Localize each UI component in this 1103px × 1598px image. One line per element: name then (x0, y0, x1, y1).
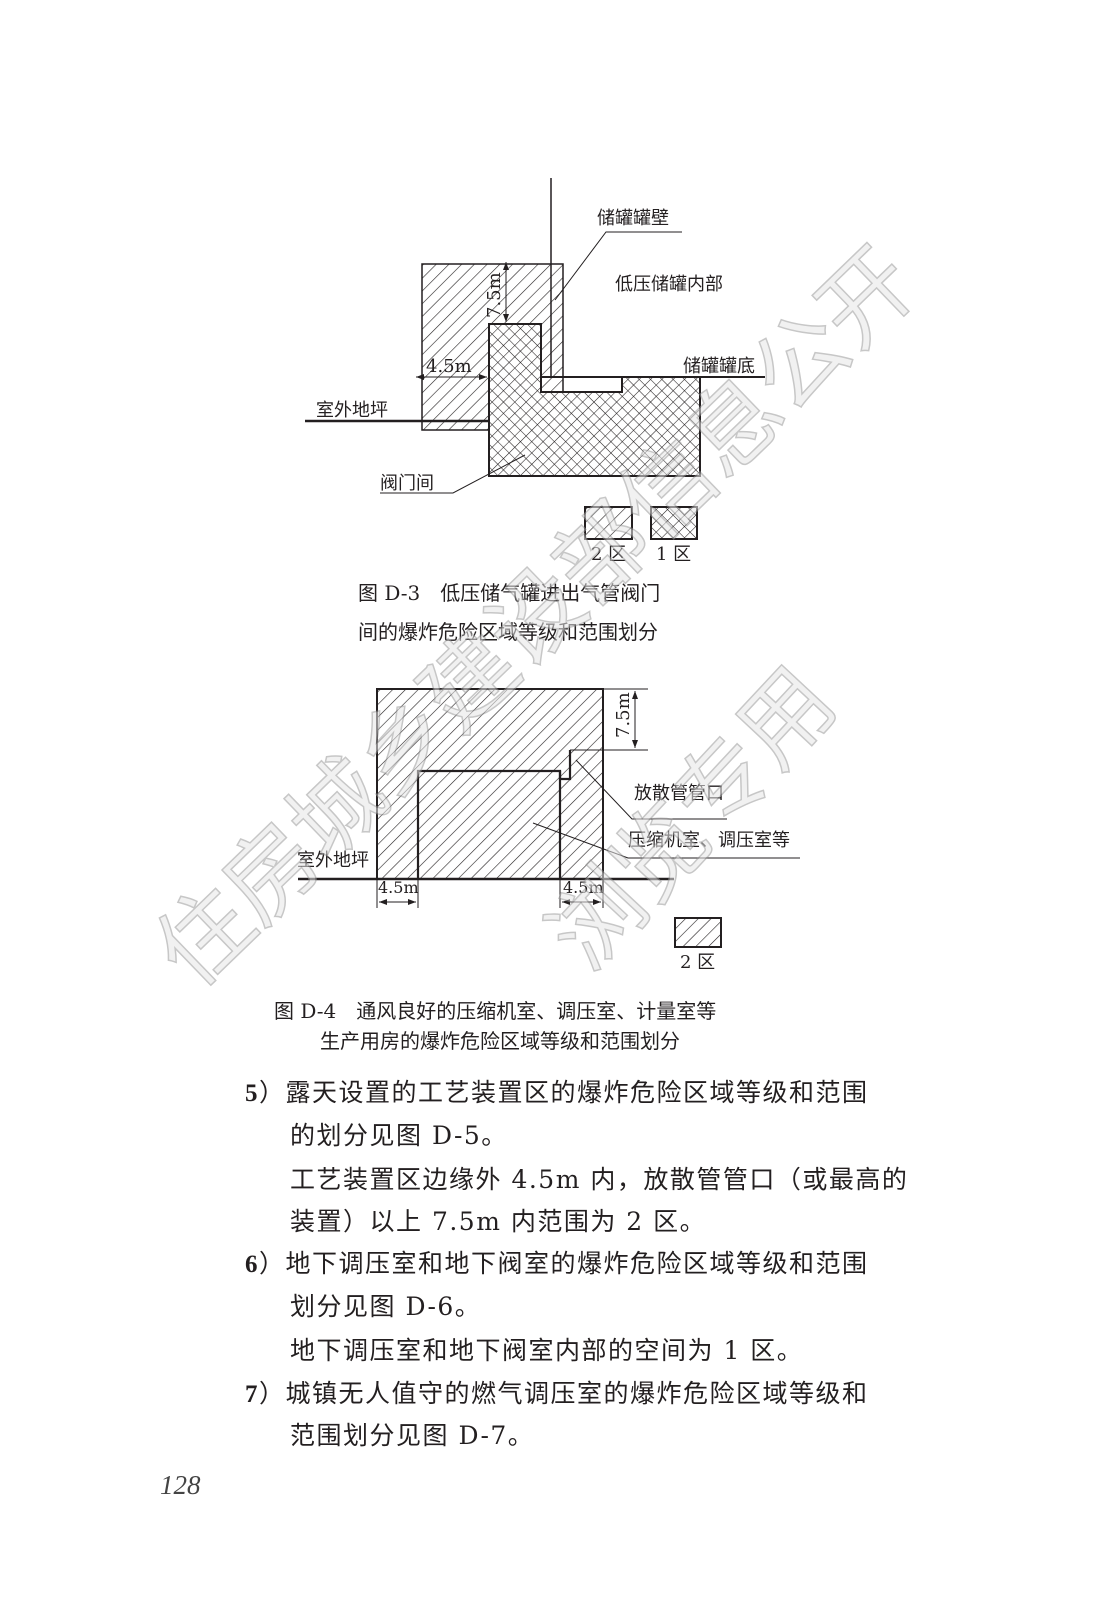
item-6-line2: 划分见图 D-6。 (290, 1292, 482, 1321)
item-6-line3: 地下调压室和地下阀室内部的空间为 1 区。 (290, 1336, 804, 1365)
item-5-line1: 5）露天设置的工艺装置区的爆炸危险区域等级和范围 (245, 1073, 869, 1109)
item-5-number: 5 (245, 1080, 259, 1107)
label-outdoor-ground: 室外地坪 (316, 400, 388, 421)
legend-zone-2-swatch (674, 917, 722, 948)
label-tank-bottom: 储罐罐底 (683, 356, 755, 377)
item-5-text: ）露天设置的工艺装置区的爆炸危险区域等级和范围 (259, 1078, 869, 1107)
item-5-line3: 工艺装置区边缘外 4.5m 内，放散管管口（或最高的 (290, 1165, 909, 1194)
figure-d3-caption-line2: 间的爆炸危险区域等级和范围划分 (358, 620, 658, 644)
figure-d4-diagram: 7.5m 4.5m 4.5m 放散管管口 压缩机室、调压室等 室外地坪 2 区 … (274, 688, 800, 1053)
legend-zone-1-swatch (650, 506, 698, 540)
item-6-number: 6 (245, 1251, 259, 1278)
label-tank-interior: 低压储罐内部 (615, 274, 723, 295)
label-rooms: 压缩机室、调压室等 (628, 830, 790, 851)
legend-zone-1-label: 1 区 (656, 544, 691, 565)
item-5-line4: 装置）以上 7.5m 内范围为 2 区。 (290, 1207, 707, 1236)
legend-zone-2-swatch (584, 506, 633, 540)
item-7-line1: 7）城镇无人值守的燃气调压室的爆炸危险区域等级和 (245, 1374, 869, 1410)
item-5-line2: 的划分见图 D-5。 (290, 1121, 508, 1150)
label-outdoor-ground: 室外地坪 (297, 850, 369, 871)
dim-7-5m-label: 7.5m (484, 272, 505, 318)
item-6-text: ）地下调压室和地下阀室的爆炸危险区域等级和范围 (259, 1249, 869, 1278)
label-valve-room: 阀门间 (380, 473, 434, 494)
item-6-line1: 6）地下调压室和地下阀室的爆炸危险区域等级和范围 (245, 1244, 869, 1280)
dim-left-4-5m-label: 4.5m (378, 878, 419, 897)
dim-7-5m-label: 7.5m (613, 692, 634, 738)
legend-zone-2-label: 2 区 (591, 544, 626, 565)
label-vent-outlet: 放散管管口 (634, 783, 724, 804)
zone-2-area (376, 688, 604, 880)
item-7-text: ）城镇无人值守的燃气调压室的爆炸危险区域等级和 (259, 1379, 869, 1408)
figure-d4-caption-line2: 生产用房的爆炸危险区域等级和范围划分 (320, 1029, 680, 1053)
item-7-number: 7 (245, 1381, 259, 1408)
figure-d3-diagram: 7.5m 4.5m 储罐罐壁 低压储罐内部 储罐罐底 室外地坪 阀门间 2 区 … (305, 178, 765, 644)
page-number: 128 (160, 1470, 201, 1500)
figure-d3-caption-line1: 图 D-3 低压储气罐进出气管阀门 (358, 581, 660, 605)
dim-4-5m-label: 4.5m (426, 356, 472, 377)
dim-right-4-5m-label: 4.5m (563, 878, 604, 897)
label-tank-wall: 储罐罐壁 (597, 208, 669, 229)
item-7-line2: 范围划分见图 D-7。 (290, 1421, 535, 1450)
legend-zone-2-label: 2 区 (680, 952, 715, 973)
figure-d4-caption-line1: 图 D-4 通风良好的压缩机室、调压室、计量室等 (274, 999, 716, 1023)
